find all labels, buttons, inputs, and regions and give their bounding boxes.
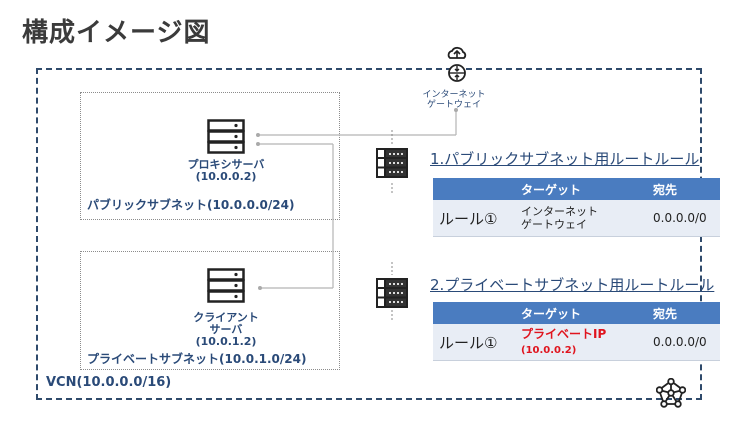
header-destination: 宛先 bbox=[647, 178, 720, 200]
internet-gateway-icon bbox=[443, 46, 471, 82]
proxy-server-name: プロキシサーバ bbox=[187, 158, 265, 171]
proxy-server-label: プロキシサーバ (10.0.0.2) bbox=[176, 159, 276, 183]
public-subnet-box bbox=[80, 92, 340, 220]
internet-gateway-label: インターネット ゲートウェイ bbox=[414, 90, 494, 110]
client-server-label: クライアント サーバ (10.0.1.2) bbox=[176, 312, 276, 348]
rule-target-line1: プライベートIP bbox=[521, 326, 607, 341]
header-target: ターゲット bbox=[515, 302, 647, 324]
private-subnet-label: プライベートサブネット(10.0.1.0/24) bbox=[87, 352, 307, 366]
private-route-rule-title: 2.プライベートサブネット用ルートルール bbox=[430, 276, 715, 294]
header-rule bbox=[433, 302, 515, 324]
rule-target-line1: インターネット bbox=[521, 205, 598, 218]
igw-label-line1: インターネット bbox=[422, 90, 486, 100]
private-route-table: ターゲット 宛先 ルール① プライベートIP (10.0.0.2) 0.0.0.… bbox=[433, 302, 720, 361]
rule-target: プライベートIP (10.0.0.2) bbox=[515, 324, 647, 361]
table-header-row: ターゲット 宛先 bbox=[433, 178, 720, 200]
rule-destination: 0.0.0.0/0 bbox=[647, 324, 720, 361]
public-route-table: ターゲット 宛先 ルール① インターネット ゲートウェイ 0.0.0.0/0 bbox=[433, 178, 720, 237]
table-row: ルール① プライベートIP (10.0.0.2) 0.0.0.0/0 bbox=[433, 324, 720, 361]
rule-target-line2: (10.0.0.2) bbox=[521, 344, 577, 356]
client-server-ip: (10.0.1.2) bbox=[195, 335, 257, 348]
rule-name: ルール① bbox=[433, 200, 515, 237]
route-table-icon bbox=[376, 148, 408, 178]
header-target: ターゲット bbox=[515, 178, 647, 200]
route-table-icon bbox=[376, 278, 408, 308]
public-subnet-label: パブリックサブネット(10.0.0.0/24) bbox=[87, 198, 295, 212]
client-server-name-line1: クライアント bbox=[193, 311, 259, 324]
private-subnet-box bbox=[80, 251, 340, 370]
public-route-rule-title: 1.パブリックサブネット用ルートルール bbox=[430, 150, 700, 168]
proxy-server-icon bbox=[207, 119, 245, 154]
vcn-network-icon bbox=[656, 378, 686, 408]
table-header-row: ターゲット 宛先 bbox=[433, 302, 720, 324]
rule-name: ルール① bbox=[433, 324, 515, 361]
igw-label-line2: ゲートウェイ bbox=[426, 100, 481, 110]
page-title: 構成イメージ図 bbox=[22, 18, 211, 48]
client-server-icon bbox=[207, 268, 245, 303]
rule-destination: 0.0.0.0/0 bbox=[647, 200, 720, 237]
header-rule bbox=[433, 178, 515, 200]
vcn-label: VCN(10.0.0.0/16) bbox=[46, 375, 172, 390]
rule-target: インターネット ゲートウェイ bbox=[515, 200, 647, 237]
client-server-name-line2: サーバ bbox=[209, 323, 243, 336]
header-destination: 宛先 bbox=[647, 302, 720, 324]
proxy-server-ip: (10.0.0.2) bbox=[195, 170, 257, 183]
rule-target-line2: ゲートウェイ bbox=[521, 218, 587, 231]
table-row: ルール① インターネット ゲートウェイ 0.0.0.0/0 bbox=[433, 200, 720, 237]
